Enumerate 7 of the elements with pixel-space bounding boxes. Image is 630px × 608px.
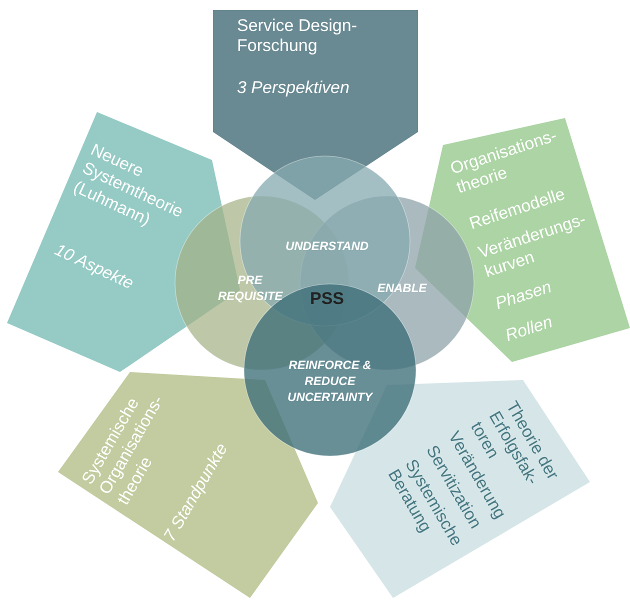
circle-label: ENABLE	[376, 280, 428, 296]
circle-label: PRE REQUISITE	[218, 272, 282, 304]
circle-label: REINFORCE & REDUCE UNCERTAINTY	[286, 357, 374, 406]
panel-text: Service Design- Forschung	[237, 16, 358, 57]
panel-text: 3 Perspektiven	[237, 78, 350, 98]
circle-label: UNDERSTAND	[284, 238, 370, 254]
center-label: PSS	[310, 289, 344, 310]
